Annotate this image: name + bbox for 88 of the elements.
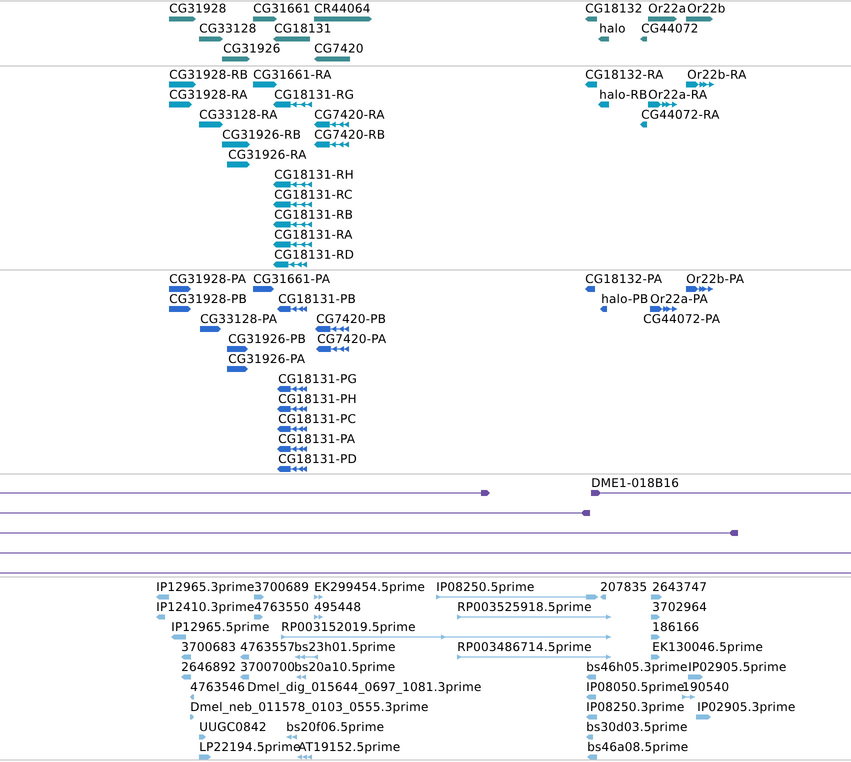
feature-label: CG18131-RD xyxy=(274,250,354,259)
feature-label: CG18131-PD xyxy=(278,454,356,464)
feature-label: CG31926-RB xyxy=(222,130,300,139)
feature-label: CG44072-PA xyxy=(644,314,720,324)
feature-label: CG7420-PB xyxy=(316,314,386,324)
feature-label: RP003486714.5prime xyxy=(458,642,591,654)
feature-label: CG44072-RA xyxy=(642,110,720,119)
feature-label: Dmel_dig_015644_0697_1081.3prime xyxy=(248,682,481,694)
feature-label: RP003152019.5prime xyxy=(282,622,415,634)
feature-label: IP08250.3prime xyxy=(587,702,684,714)
feature-label: CG33128 xyxy=(200,24,256,33)
feature-label: CG7420 xyxy=(314,44,363,53)
feature-label: Dmel_neb_011578_0103_0555.3prime xyxy=(191,702,428,714)
feature-label: CG31661-PA xyxy=(254,274,330,284)
feature-label: CG7420-RB xyxy=(314,130,384,139)
feature-label: CG31661-RA xyxy=(254,70,332,79)
feature-label: IP12965.3prime xyxy=(157,582,254,594)
feature-label: IP12965.5prime xyxy=(172,622,269,634)
feature-label: CG18132-PA xyxy=(586,274,662,284)
feature-label: Or22a-RA xyxy=(648,90,708,99)
feature-label: CG18131-PB xyxy=(278,294,355,304)
feature-label: 3702964 xyxy=(653,602,706,612)
feature-label: CG31928-PA xyxy=(170,274,246,284)
feature-label: CG31928-PB xyxy=(170,294,246,304)
feature-label: UUGC0842 xyxy=(200,722,266,732)
feature-label: CG31661 xyxy=(254,4,310,13)
feature-label: CG18131-PC xyxy=(278,414,356,424)
feature-label: CG31926-PA xyxy=(228,354,305,364)
feature-label: EK130046.5prime xyxy=(653,642,762,654)
feature-label: CG31926-PB xyxy=(228,334,305,344)
feature-label: CG18131 xyxy=(274,24,330,33)
feature-label: IP08050.5prime xyxy=(587,682,684,694)
feature-label: bs20f06.5prime xyxy=(287,722,384,734)
feature-label: 3700700 xyxy=(241,662,294,672)
feature-label: RP003525918.5prime xyxy=(458,602,591,614)
feature-label: CR44064 xyxy=(314,4,370,13)
feature-label: LP22194.5prime xyxy=(200,742,300,754)
feature-label: CG44072 xyxy=(642,24,698,33)
feature-label: Or22b xyxy=(688,3,725,13)
feature-label: CG18131-RH xyxy=(274,170,352,179)
feature-label: CG7420-PA xyxy=(318,334,386,344)
feature-label: CG18131-RC xyxy=(274,190,352,199)
feature-label: 4763550 xyxy=(254,602,308,612)
feature-label: 3700683 xyxy=(182,642,235,652)
feature-label: 190540 xyxy=(684,682,728,692)
feature-label: IP02905.3prime xyxy=(698,702,795,714)
feature-label: 4763546 xyxy=(190,682,244,692)
feature-label: halo-RB xyxy=(600,90,646,99)
feature-label: bs23h01.5prime xyxy=(295,642,395,654)
feature-label: CG31926 xyxy=(224,44,280,53)
feature-label: CG33128-PA xyxy=(200,314,277,324)
feature-label: CG18131-RB xyxy=(274,210,352,219)
feature-label: 186166 xyxy=(654,622,698,632)
feature-label: 3700689 xyxy=(255,582,308,592)
feature-label: CG7420-RA xyxy=(314,110,384,119)
feature-label: CG31928-RA xyxy=(170,90,248,99)
feature-label: CG18131-PG xyxy=(278,374,356,384)
feature-label: CG33128-RA xyxy=(200,110,278,119)
feature-label: halo xyxy=(600,23,625,33)
feature-label: IP08250.5prime xyxy=(437,582,534,594)
feature-label: 2643747 xyxy=(653,582,706,592)
feature-label: CG18131-RG xyxy=(274,90,353,99)
feature-label: AT19152.5prime xyxy=(298,742,400,754)
feature-label: CG18131-PA xyxy=(278,434,355,444)
feature-label: Or22b-PA xyxy=(686,274,744,284)
feature-label: bs46a08.5prime xyxy=(588,742,688,754)
feature-label: bs20a10.5prime xyxy=(295,662,395,674)
feature-label: CG18132 xyxy=(586,4,642,13)
feature-label: IP12410.3prime xyxy=(157,602,254,614)
feature-label: CG18131-RA xyxy=(274,230,352,239)
feature-label: Or22a-PA xyxy=(650,294,708,304)
feature-label: halo-PB xyxy=(602,294,648,304)
feature-label: CG31928-RB xyxy=(170,70,248,79)
feature-label: 495448 xyxy=(314,602,360,612)
feature-label: CG18131-PH xyxy=(278,394,356,404)
feature-label: Or22b-RA xyxy=(688,70,746,79)
feature-label: 4763557 xyxy=(240,642,294,652)
feature-label: CG31928 xyxy=(170,4,226,13)
feature-label: EK299454.5prime xyxy=(315,582,424,594)
feature-label: bs46h05.3prime xyxy=(587,662,687,674)
feature-label: IP02905.5prime xyxy=(689,662,786,674)
feature-label: bs30d03.5prime xyxy=(587,722,687,734)
feature-label: CG31926-RA xyxy=(228,150,306,159)
feature-label: 207835 xyxy=(601,582,646,592)
feature-label: CG18132-RA xyxy=(586,70,664,79)
feature-label: DME1-018B16 xyxy=(592,478,678,488)
feature-label: Or22a xyxy=(648,4,685,13)
feature-label: 2646892 xyxy=(182,662,235,672)
